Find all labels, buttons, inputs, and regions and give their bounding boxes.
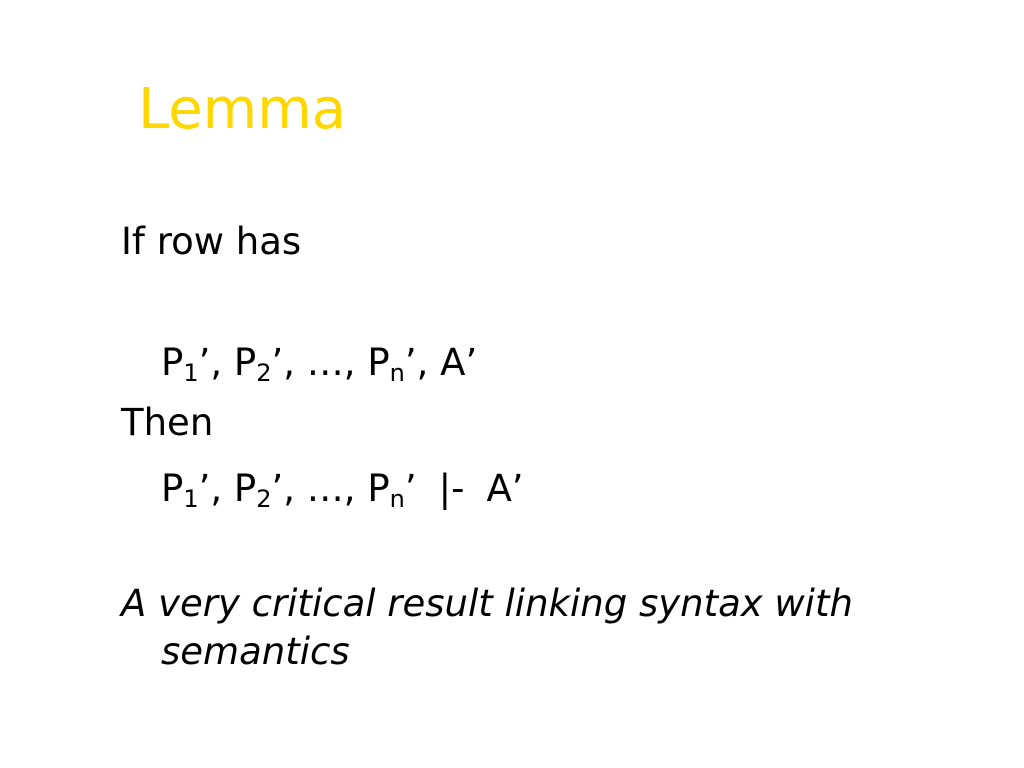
conclusion-symbol: A’ <box>486 467 524 510</box>
p2-subscript: 2 <box>256 359 272 387</box>
pn-prime: ’ <box>404 467 417 510</box>
ellipsis: …, <box>306 467 368 510</box>
p2-subscript: 2 <box>256 485 272 513</box>
remark-line-1: A very critical result linking syntax wi… <box>121 582 853 625</box>
slide-title: Lemma <box>138 77 347 142</box>
p1-prime-comma: ’, <box>198 467 234 510</box>
remark-line-2: semantics <box>161 630 350 673</box>
p1-symbol: P <box>161 341 184 384</box>
p1-subscript: 1 <box>183 359 199 387</box>
ellipsis: …, <box>306 341 368 384</box>
formula-tail: ’, A’ <box>404 341 478 384</box>
turnstile-symbol: |- <box>438 467 465 510</box>
premise-intro: If row has <box>121 220 302 263</box>
p2-symbol: P <box>233 341 257 384</box>
pn-subscript: n <box>389 485 405 513</box>
conclusion-formula: P1’, P2’, …, Pn’|-A’ <box>161 465 524 513</box>
pn-symbol: P <box>367 467 390 510</box>
pn-symbol: P <box>367 341 390 384</box>
p2-symbol: P <box>233 467 257 510</box>
p1-symbol: P <box>161 467 184 510</box>
p2-prime-comma: ’, <box>271 341 307 384</box>
conclusion-intro: Then <box>121 401 214 444</box>
p1-subscript: 1 <box>183 485 199 513</box>
pn-subscript: n <box>389 359 405 387</box>
p1-prime-comma: ’, <box>198 341 234 384</box>
premise-formula: P1’, P2’, …, Pn’, A’ <box>161 339 477 387</box>
p2-prime-comma: ’, <box>271 467 307 510</box>
